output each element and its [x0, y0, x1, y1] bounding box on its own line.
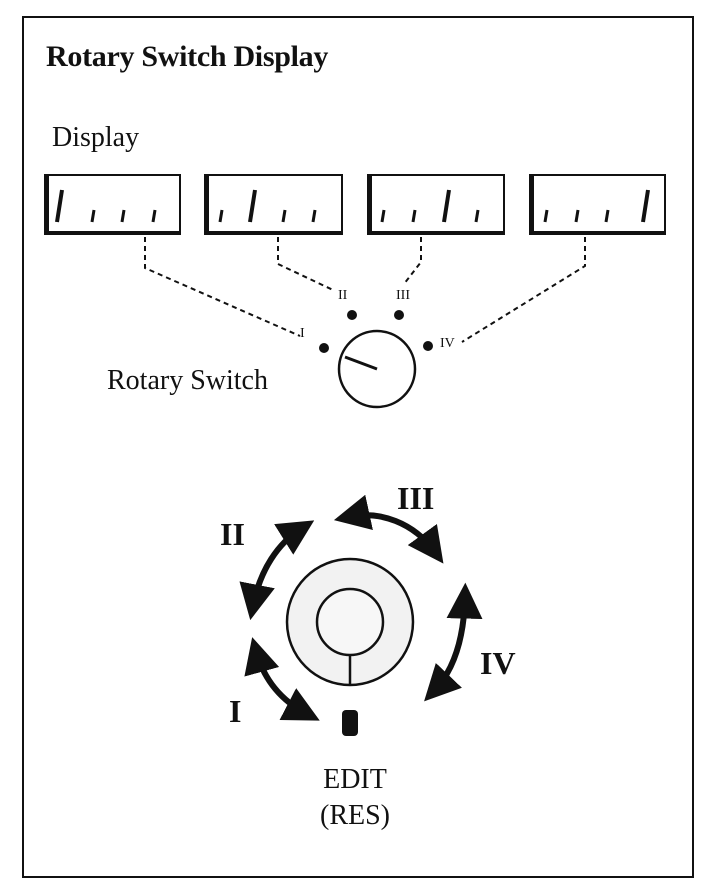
switch-position-label-3: III: [396, 288, 410, 303]
arrow-position-4: [424, 582, 483, 702]
switch-position-label-4: IV: [440, 336, 455, 351]
display-box-1: [44, 174, 181, 235]
display-box-2: [204, 174, 343, 235]
edit-marker: [342, 710, 358, 736]
dial-position-label-4: IV: [480, 645, 516, 681]
digit-one-segment: [55, 189, 64, 223]
leader-line-4: [461, 237, 586, 343]
res-text: (RES): [320, 800, 390, 831]
position-dot-1: [319, 343, 329, 353]
display-box-3: [367, 174, 505, 235]
edit-res-label: EDIT (RES): [300, 762, 410, 834]
page-title: Rotary Switch Display: [46, 40, 329, 73]
rotary-pointer: [344, 355, 378, 371]
leader-line-3: [403, 237, 422, 285]
dial-position-label-3: III: [397, 480, 435, 516]
leader-line-1: [144, 237, 301, 337]
diagram-frame: [22, 16, 694, 878]
edit-text: EDIT: [323, 764, 387, 795]
dial-position-label-1: I: [229, 693, 242, 729]
large-dial: [285, 557, 415, 736]
display-box-4: [529, 174, 666, 235]
arrow-position-2: [239, 520, 315, 621]
position-dot-4: [423, 341, 433, 351]
dial-position-label-2: II: [220, 516, 245, 552]
leader-line-2: [277, 237, 334, 291]
leader-lines: [144, 237, 586, 343]
switch-position-label-2: II: [338, 288, 348, 303]
rotary-switch-label: Rotary Switch: [107, 365, 268, 396]
rotary-switch: [319, 310, 433, 409]
dial-inner-knob: [315, 587, 385, 657]
arrow-position-1: [244, 637, 320, 721]
position-dot-2: [347, 310, 357, 320]
switch-position-label-1: I: [300, 326, 305, 341]
display-label: Display: [52, 122, 140, 153]
rotation-arrows: [239, 494, 483, 721]
arrow-position-3: [333, 494, 444, 564]
position-dot-3: [394, 310, 404, 320]
